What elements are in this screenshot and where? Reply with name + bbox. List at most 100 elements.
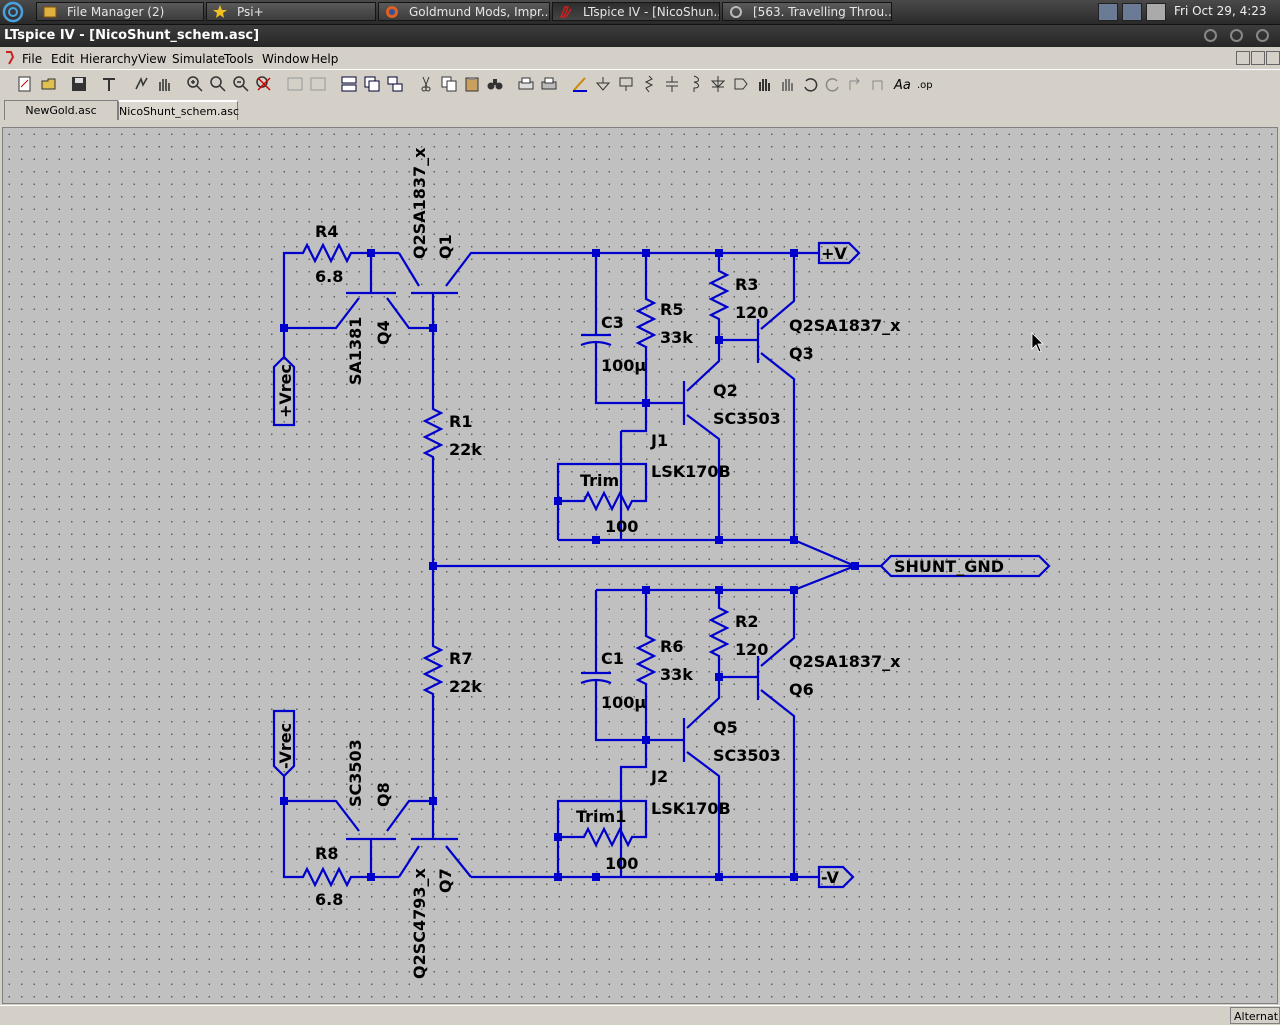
draw-wire-icon[interactable] — [571, 75, 589, 93]
run-icon[interactable] — [132, 75, 150, 93]
q7-model: Q2SC4793_x — [410, 867, 429, 979]
mirror-icon[interactable] — [870, 75, 888, 93]
vrec-neg-flag[interactable] — [272, 709, 296, 778]
document-tabs: NewGold.asc NicoShunt_schem.asc — [0, 99, 1280, 121]
menu-file[interactable]: File — [22, 52, 43, 66]
q3-model: Q2SA1837_x — [789, 316, 901, 335]
clock[interactable]: Fri Oct 29, 4:23 PM — [1174, 4, 1267, 40]
paste-icon[interactable] — [463, 75, 481, 93]
r8-label: R8 — [315, 844, 338, 863]
rotate-icon[interactable] — [847, 75, 865, 93]
schematic-drawing[interactable]: R4 6.8 Q2SA1837_x Q1 Q4 SA1381 +Vrec R1 … — [3, 128, 1279, 1005]
r6-value: 33k — [660, 665, 693, 684]
mdi-minimize-button[interactable] — [1236, 51, 1250, 65]
menu-edit[interactable]: Edit — [51, 52, 75, 66]
cut-icon[interactable] — [417, 75, 435, 93]
tray-window-icon[interactable] — [1098, 3, 1118, 21]
menu-help[interactable]: Help — [311, 52, 339, 66]
q2-label: Q2 — [713, 381, 738, 400]
zoom-in-icon[interactable] — [186, 75, 204, 93]
tab-newgold[interactable]: NewGold.asc — [4, 100, 118, 120]
statusbar: Alternat — [0, 1005, 1280, 1025]
component-icon[interactable] — [732, 75, 750, 93]
spice-directive-icon[interactable]: .op — [916, 75, 934, 93]
cascade-windows-icon[interactable] — [386, 75, 404, 93]
taskbar-player[interactable]: [563. Travelling Throu... — [722, 2, 892, 21]
star-icon — [213, 5, 227, 18]
app-menu-icon[interactable] — [4, 51, 16, 65]
open-icon[interactable] — [40, 75, 58, 93]
control-panel-icon[interactable] — [100, 75, 118, 93]
vrec-pos-flag[interactable] — [272, 355, 296, 427]
q8-label: Q8 — [374, 782, 393, 807]
zoom-out-icon[interactable] — [232, 75, 250, 93]
c3-value: 100µ — [601, 356, 646, 375]
tile-vertical-icon[interactable] — [363, 75, 381, 93]
diode-icon[interactable] — [709, 75, 727, 93]
find-icon[interactable] — [486, 75, 504, 93]
tray-printer-icon[interactable] — [1146, 3, 1166, 21]
mdi-restore-button[interactable] — [1251, 51, 1265, 65]
c1-value: 100µ — [601, 693, 646, 712]
firefox-icon — [386, 6, 398, 18]
vneg-flag[interactable] — [817, 865, 855, 889]
minimize-button[interactable] — [1204, 29, 1217, 42]
taskbar-psi[interactable]: Psi+ — [206, 2, 376, 21]
save-icon[interactable] — [70, 75, 88, 93]
ltspice-icon — [559, 6, 572, 18]
taskbar-file-manager[interactable]: File Manager (2) — [36, 2, 204, 21]
menu-tools[interactable]: Tools — [224, 52, 254, 66]
mdi-close-button[interactable] — [1266, 51, 1280, 65]
shunt-gnd-flag[interactable] — [855, 554, 1051, 578]
q5-label: Q5 — [713, 718, 738, 737]
new-schematic-icon[interactable] — [16, 75, 34, 93]
redo-icon[interactable] — [824, 75, 842, 93]
j2-label: J2 — [650, 767, 668, 786]
text-icon[interactable]: Aa — [893, 75, 911, 93]
menu-simulate[interactable]: Simulate — [172, 52, 226, 66]
zoom-fit-icon[interactable] — [255, 75, 273, 93]
tile-icon[interactable] — [286, 75, 304, 93]
drag-icon[interactable] — [778, 75, 796, 93]
copy-icon[interactable] — [440, 75, 458, 93]
menu-view[interactable]: View — [138, 52, 167, 66]
print-setup-icon[interactable] — [517, 75, 535, 93]
move-icon[interactable] — [755, 75, 773, 93]
schematic-canvas[interactable]: R4 6.8 Q2SA1837_x Q1 Q4 SA1381 +Vrec R1 … — [2, 127, 1278, 1004]
tab-nicoshunt[interactable]: NicoShunt_schem.asc — [118, 100, 239, 120]
r3-value: 120 — [735, 303, 768, 322]
halt-icon[interactable] — [155, 75, 173, 93]
maximize-button[interactable] — [1230, 29, 1243, 42]
window-titlebar[interactable]: LTspice IV - [NicoShunt_schem.asc] — [0, 25, 1280, 47]
label-net-icon[interactable] — [617, 75, 635, 93]
tray-network-icon[interactable] — [1122, 3, 1142, 21]
taskbar-firefox[interactable]: Goldmund Mods, Impr... — [378, 2, 550, 21]
q4-model: SA1381 — [346, 317, 365, 385]
svg-text:Aa: Aa — [893, 78, 911, 93]
distro-logo-icon[interactable] — [2, 1, 24, 23]
tile-horizontal-icon[interactable] — [340, 75, 358, 93]
capacitor-icon[interactable] — [663, 75, 681, 93]
r1-label: R1 — [449, 412, 472, 431]
r5-value: 33k — [660, 328, 693, 347]
inductor-icon[interactable] — [686, 75, 704, 93]
resistor-icon[interactable] — [640, 75, 658, 93]
undo-icon[interactable] — [801, 75, 819, 93]
close-button[interactable] — [1256, 29, 1269, 42]
menu-window[interactable]: Window — [262, 52, 310, 66]
pan-icon[interactable] — [209, 75, 227, 93]
c1-label: C1 — [601, 649, 624, 668]
r1-value: 22k — [449, 440, 482, 459]
q1-model: Q2SA1837_x — [410, 147, 429, 259]
vneg-label: -V — [821, 868, 839, 887]
taskbar-ltspice[interactable]: LTspice IV - [NicoShun... — [552, 2, 720, 21]
cascade-icon[interactable] — [309, 75, 327, 93]
vpos-label: +V — [821, 244, 847, 263]
vrec-neg-label: -Vrec — [276, 723, 295, 769]
ground-icon[interactable] — [594, 75, 612, 93]
r4-resistor — [282, 242, 371, 328]
r7-value: 22k — [449, 677, 482, 696]
print-icon[interactable] — [540, 75, 558, 93]
vpos-flag[interactable] — [817, 241, 861, 265]
menu-hierarchy[interactable]: Hierarchy — [80, 52, 139, 66]
